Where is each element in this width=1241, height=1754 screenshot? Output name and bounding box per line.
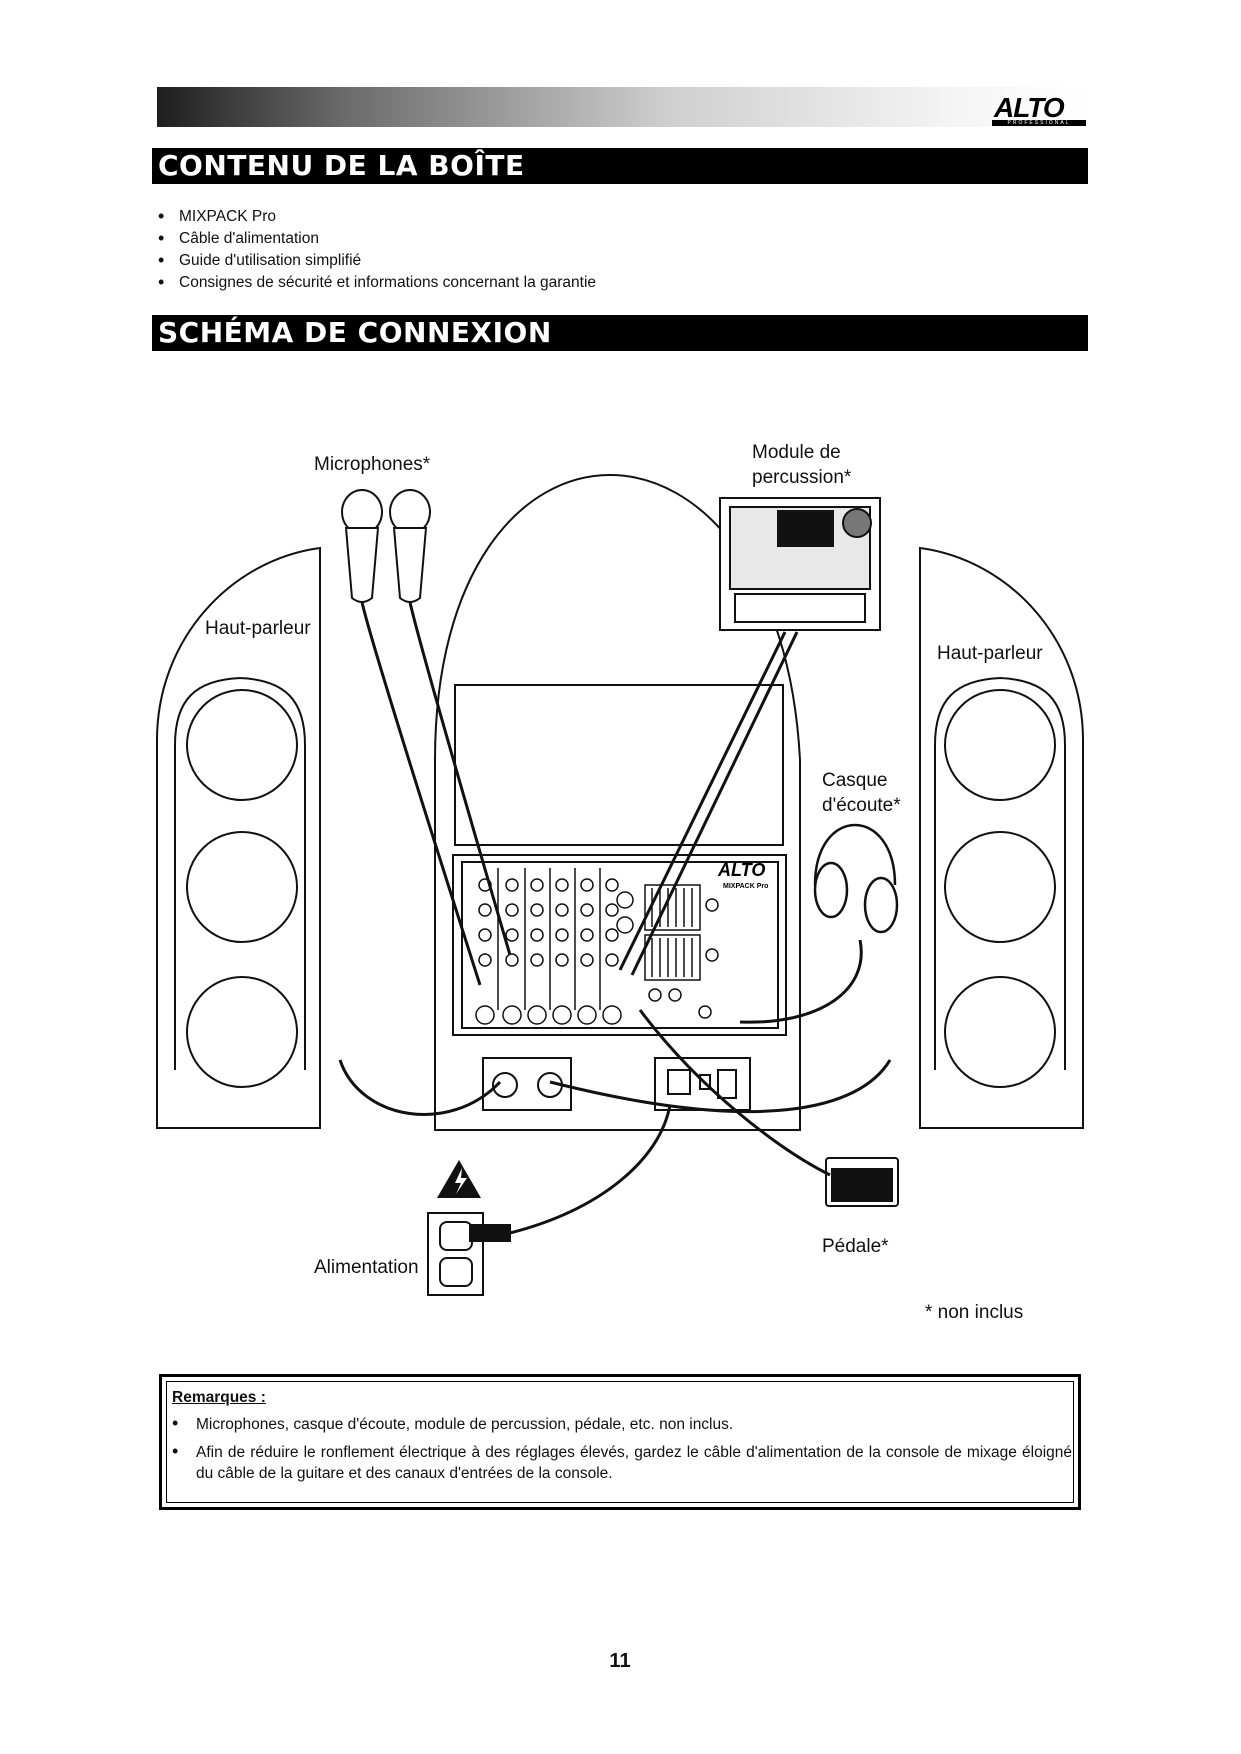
label-speaker-left: Haut-parleur bbox=[205, 618, 311, 639]
label-headphones-line2: d'écoute* bbox=[822, 795, 901, 816]
header-gradient-bar bbox=[157, 87, 1087, 127]
warning-icon bbox=[437, 1160, 481, 1198]
label-speaker-right: Haut-parleur bbox=[937, 643, 1043, 664]
drum-module-icon bbox=[719, 497, 881, 631]
list-item: Câble d'alimentation bbox=[158, 227, 596, 250]
mixer-panel bbox=[452, 854, 787, 1036]
right-speaker bbox=[919, 546, 1084, 1129]
label-module-line1: Module de bbox=[752, 442, 841, 463]
power-outlet-icon bbox=[427, 1212, 511, 1296]
list-item: Microphones, casque d'écoute, module de … bbox=[172, 1413, 1072, 1435]
logo-text: ALTO bbox=[994, 92, 1065, 123]
headphone-cable bbox=[739, 939, 863, 1024]
label-microphones: Microphones* bbox=[314, 454, 431, 475]
list-item: Consignes de sécurité et informations co… bbox=[158, 271, 596, 294]
mixer-model: MIXPACK Pro bbox=[723, 883, 768, 890]
rear-power-panel bbox=[654, 1057, 751, 1111]
drum-cable-2 bbox=[630, 631, 799, 976]
pedal-cable bbox=[638, 1009, 831, 1177]
list-item: Afin de réduire le ronflement électrique… bbox=[172, 1441, 1072, 1484]
microphone-icon bbox=[341, 489, 431, 603]
power-cable bbox=[509, 1104, 672, 1235]
mixer-top-panel bbox=[454, 684, 784, 846]
headphones-icon bbox=[813, 823, 899, 934]
mic-cable-2 bbox=[408, 601, 512, 956]
notes-inner-border bbox=[166, 1381, 1074, 1503]
section-title-contents: CONTENU DE LA BOÎTE bbox=[152, 148, 1088, 184]
notes-list: Microphones, casque d'écoute, module de … bbox=[172, 1413, 1072, 1491]
speaker-cable-right bbox=[549, 1059, 892, 1114]
page-number: 11 bbox=[609, 1650, 631, 1672]
drum-cable-1 bbox=[618, 631, 787, 971]
label-power: Alimentation bbox=[314, 1257, 419, 1278]
list-item: MIXPACK Pro bbox=[158, 205, 596, 228]
contents-list: MIXPACK Pro Câble d'alimentation Guide d… bbox=[158, 205, 596, 294]
mixer-logo: ALTO bbox=[717, 860, 765, 880]
alto-logo: ALTO PROFESSIONAL bbox=[990, 92, 1090, 126]
logo-subtext: PROFESSIONAL bbox=[992, 120, 1086, 126]
left-speaker bbox=[156, 546, 321, 1129]
list-item: Guide d'utilisation simplifié bbox=[158, 249, 596, 272]
pedal-icon bbox=[825, 1157, 899, 1207]
notes-box: Remarques : Microphones, casque d'écoute… bbox=[159, 1374, 1081, 1510]
section-title-diagram: SCHÉMA DE CONNEXION bbox=[152, 315, 1088, 351]
label-pedal: Pédale* bbox=[822, 1236, 889, 1257]
mic-cable-1 bbox=[360, 601, 482, 986]
notes-title: Remarques : bbox=[172, 1389, 266, 1406]
speaker-cable-left bbox=[338, 1059, 502, 1116]
label-module-line2: percussion* bbox=[752, 467, 852, 488]
label-footnote: * non inclus bbox=[925, 1302, 1023, 1323]
label-headphones-line1: Casque bbox=[822, 770, 888, 791]
